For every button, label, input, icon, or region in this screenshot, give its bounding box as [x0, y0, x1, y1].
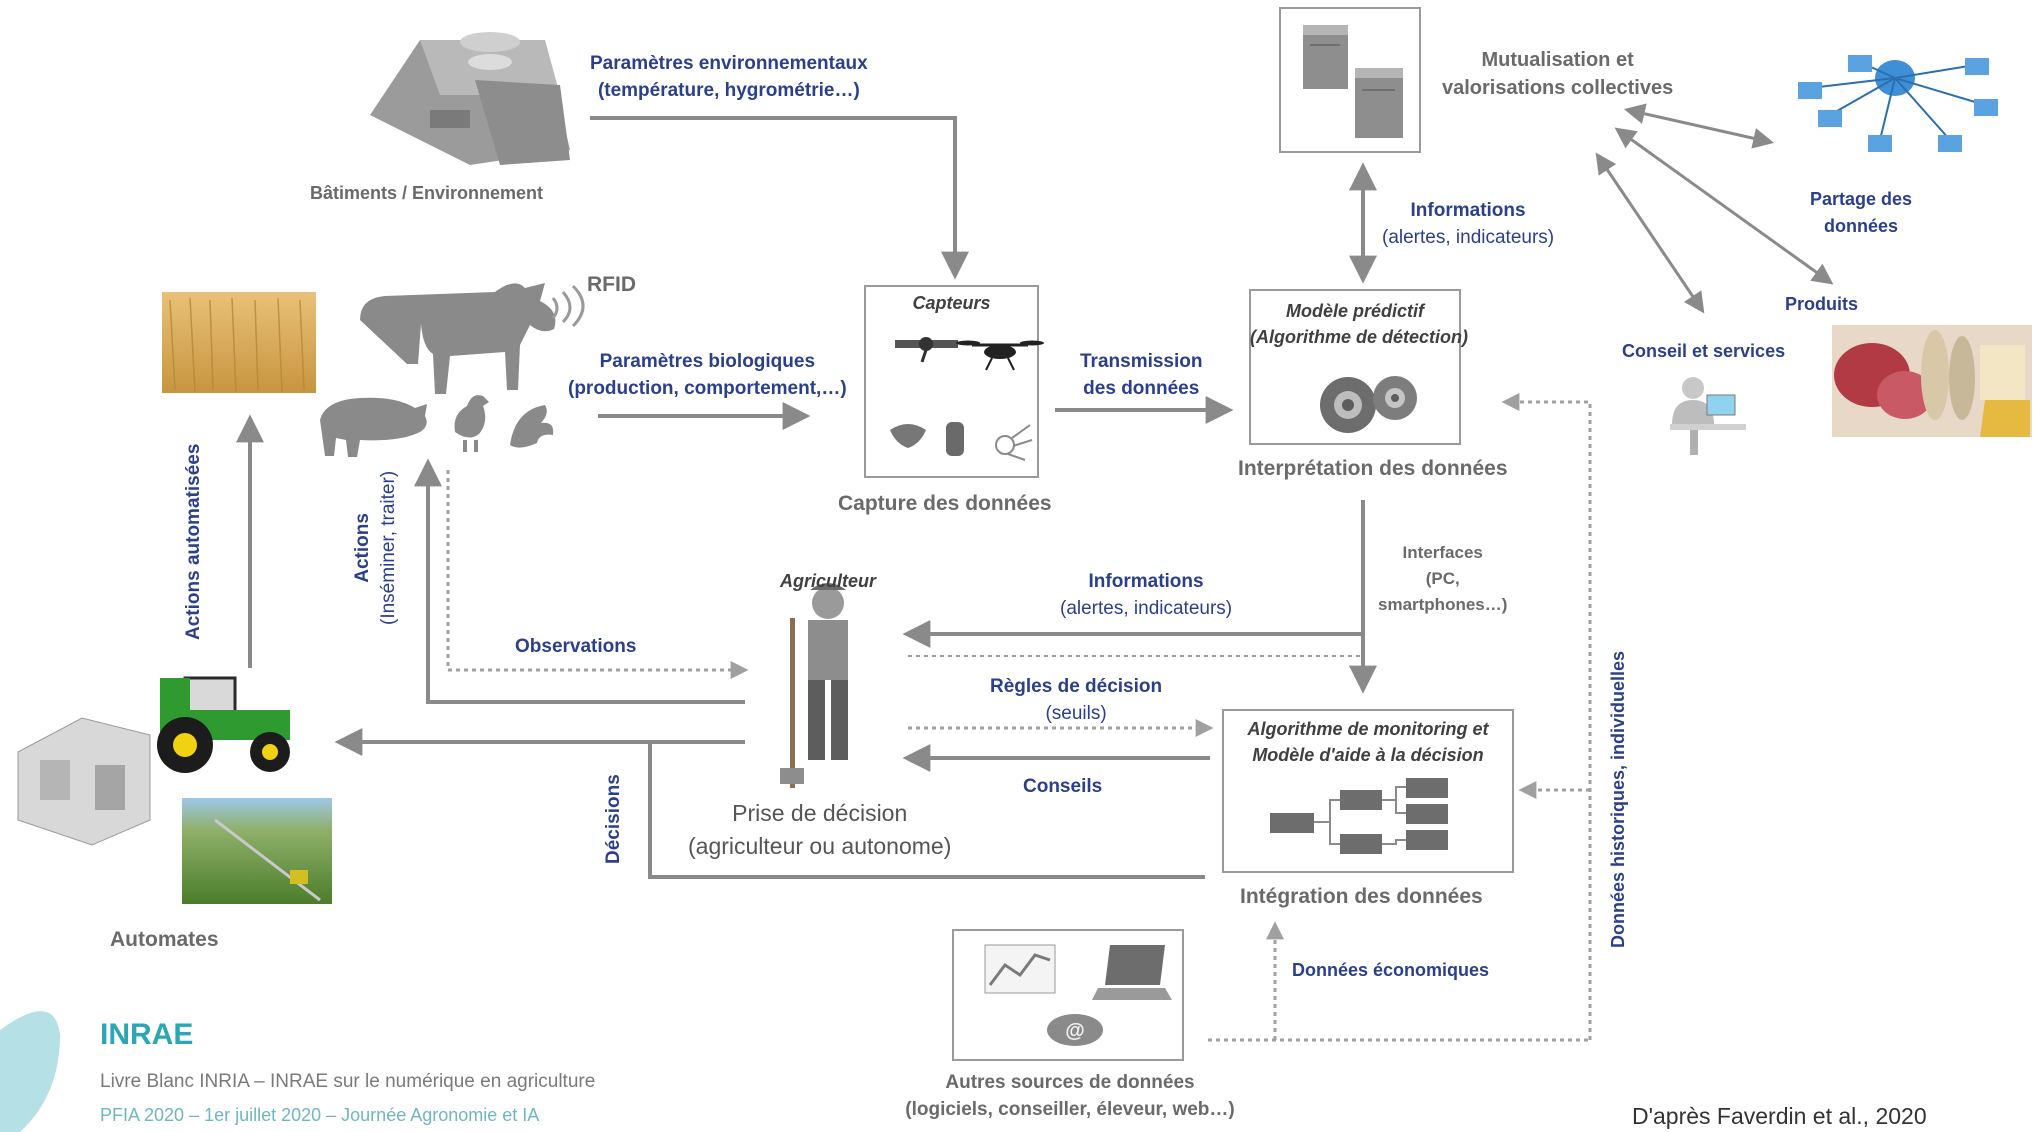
arrow-sharing: [1623, 103, 1775, 149]
monitoring-label: Algorithme de monitoring et Modèle d'aid…: [1223, 716, 1513, 768]
monitoring-line2: Modèle d'aide à la décision: [1252, 745, 1484, 765]
tag-sensor-icon: [946, 422, 964, 456]
email-at-icon: @: [1047, 1014, 1103, 1046]
info-mid-label: Informations (alertes, indicateurs): [1060, 568, 1232, 622]
arrow-historical-to-model: [1501, 393, 1592, 1040]
actions-detail: (Inséminer, traiter): [378, 470, 399, 625]
gears-icon: [1320, 376, 1417, 433]
farmer-label: Agriculteur: [780, 571, 877, 591]
advice-label: Conseils: [1023, 776, 1103, 797]
data-sharing-line1: Partage des: [1810, 189, 1913, 209]
accelerometer-icon: [995, 424, 1033, 461]
observations-label: Observations: [515, 636, 637, 657]
info-top-detail: (alertes, indicateurs): [1382, 227, 1555, 248]
arrow-observations: [446, 470, 749, 679]
decision-rules-title: Règles de décision: [990, 676, 1163, 697]
interfaces-label: Interfaces (PC, smartphones…): [1378, 540, 1507, 618]
rfid-label: RFID: [587, 273, 636, 296]
transmission-label: Transmission des données: [1080, 348, 1203, 402]
advisor-icon: [1670, 377, 1746, 455]
interfaces-line1: Interfaces: [1402, 543, 1483, 562]
products-label: Produits: [1785, 294, 1859, 314]
sensors-box-title: Capteurs: [912, 293, 991, 313]
mutualisation-label: Mutualisation et valorisations collectiv…: [1442, 46, 1673, 102]
info-top-title: Informations: [1410, 200, 1526, 221]
arrow-actions: [414, 458, 745, 704]
decisions-label: Décisions: [603, 774, 624, 864]
decision-making-label: Prise de décision (agriculteur ou autono…: [688, 797, 951, 863]
automates-label: Automates: [110, 928, 219, 951]
predictive-model-label: Modèle prédictif (Algorithme de détectio…: [1250, 298, 1469, 350]
economic-data-label: Données économiques: [1292, 960, 1490, 980]
other-sources-label: Autres sources de données (logiciels, co…: [880, 1069, 1260, 1123]
chart-icon: [984, 944, 1056, 994]
servers-icon: [1303, 25, 1403, 138]
info-top-label: Informations (alertes, indicateurs): [1382, 197, 1554, 251]
bio-params-detail: (production, comportement,…): [568, 378, 847, 399]
animals-illustration: [320, 283, 556, 457]
arrow-advice-services: [1595, 152, 1705, 314]
food-products-image: [1832, 325, 2032, 437]
arrow-env-to-sensors: [590, 116, 969, 280]
arrow-decisions-loop: [648, 742, 1205, 879]
tractor-image: [157, 676, 290, 773]
drone-icon: [956, 340, 1044, 371]
bio-params-title: Paramètres biologiques: [599, 351, 816, 372]
laptop-icon: [1092, 945, 1172, 1000]
buildings-label: Bâtiments / Environnement: [310, 183, 544, 203]
info-mid-title: Informations: [1088, 571, 1204, 592]
data-sharing-line2: données: [1824, 216, 1899, 236]
other-sources-detail: (logiciels, conseiller, éleveur, web…): [905, 1099, 1235, 1120]
decision-making-title: Prise de décision: [732, 800, 908, 826]
env-params-detail: (température, hygrométrie…): [597, 80, 860, 101]
inrae-logo-swoosh: [0, 1011, 60, 1132]
data-capture-label: Capture des données: [838, 492, 1052, 515]
mutualisation-line2: valorisations collectives: [1442, 77, 1674, 99]
interfaces-line3: smartphones…): [1378, 595, 1508, 614]
rfid-waves-icon: [551, 284, 585, 328]
historical-data-label: Données historiques, individuelles: [1608, 650, 1628, 948]
decision-tree-icon: [1270, 778, 1448, 854]
auto-actions-label: Actions automatisées: [183, 443, 204, 640]
predictive-model-title: Modèle prédictif: [1285, 301, 1424, 321]
decision-rules-detail: (seuils): [1045, 703, 1107, 724]
data-sharing-label: Partage des données: [1810, 186, 1912, 240]
irrigated-field-image: [182, 798, 332, 904]
milking-robot-image: [17, 717, 151, 846]
transmission-line1: Transmission: [1080, 351, 1203, 372]
wheat-field-image: [162, 292, 316, 393]
actions-label: Actions (Inséminer, traiter): [350, 471, 402, 625]
arrows: [236, 103, 1834, 879]
data-interpretation-label: Interprétation des données: [1238, 457, 1508, 480]
building-illustration: [370, 32, 570, 165]
data-integration-label: Intégration des données: [1240, 885, 1483, 908]
predictive-model-detail: (Algorithme de détection): [1250, 327, 1469, 347]
monitoring-line1: Algorithme de monitoring et: [1247, 719, 1489, 739]
dashed-arrows: [446, 393, 1592, 1042]
decision-rules-label: Règles de décision (seuils): [990, 673, 1162, 727]
arrow-products: [1614, 127, 1834, 285]
advice-services-label: Conseil et services: [1622, 341, 1786, 361]
transmission-line2: des données: [1083, 378, 1200, 399]
network-sharing-icon: [1798, 55, 1998, 152]
sensor-devices-icons: [890, 337, 1044, 461]
env-params-label: Paramètres environnementaux (température…: [590, 50, 868, 104]
footer-line1: Livre Blanc INRIA – INRAE sur le numériq…: [100, 1071, 596, 1092]
svg-text:@: @: [1065, 1020, 1085, 1042]
credit-label: D'après Faverdin et al., 2020: [1632, 1103, 1927, 1129]
bolus-sensor-icon: [890, 424, 926, 448]
actions-title: Actions: [352, 513, 373, 583]
mutualisation-line1: Mutualisation et: [1481, 49, 1634, 71]
bio-params-label: Paramètres biologiques (production, comp…: [568, 348, 847, 402]
other-sources-title: Autres sources de données: [945, 1072, 1195, 1093]
env-params-title: Paramètres environnementaux: [590, 53, 868, 74]
satellite-icon: [895, 337, 958, 363]
decision-making-detail: (agriculteur ou autonome): [688, 833, 952, 859]
footer-line2: PFIA 2020 – 1er juillet 2020 – Journée A…: [100, 1105, 540, 1125]
farmer-illustration: [780, 583, 848, 788]
interfaces-line2: (PC,: [1425, 569, 1460, 588]
inrae-logo-text: INRAE: [100, 1018, 194, 1051]
info-mid-detail: (alertes, indicateurs): [1060, 598, 1233, 619]
